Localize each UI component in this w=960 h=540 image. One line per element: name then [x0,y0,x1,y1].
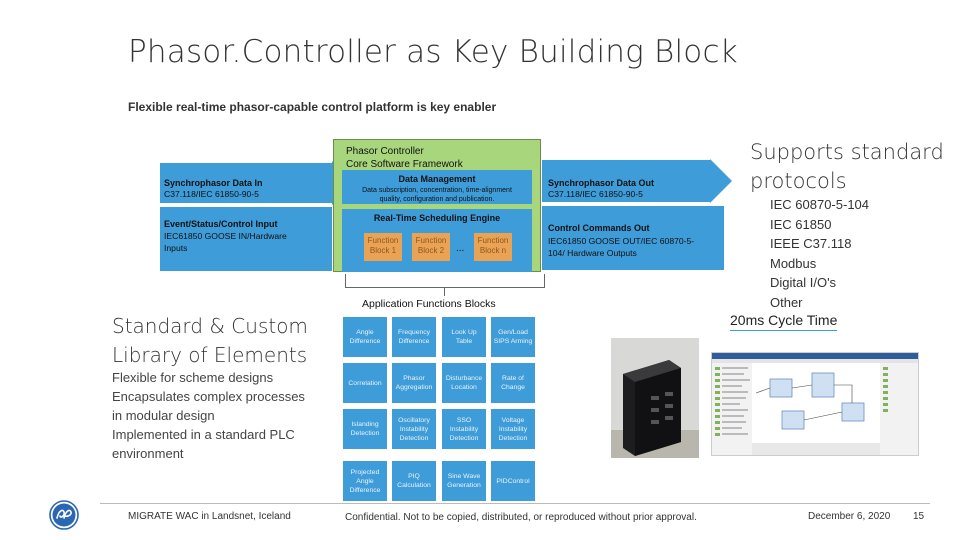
ctrl-out-title: Control Commands Out [548,223,650,233]
afb-cell: Projected Angle Difference [343,461,387,501]
protocol-list: IEC 60870-5-104 IEC 61850 IEEE C37.118 M… [770,195,869,312]
protocol-item: Modbus [770,255,817,271]
ctrl-out-line1: IEC61850 GOOSE OUT/IEC 60870-5- [548,236,695,246]
afb-cell: Rate of Change [491,363,535,403]
dm-line1: Data subscription, concentration, time-a… [362,187,512,194]
function-ellipsis: ... [456,243,465,254]
afb-cell: PIDControl [491,461,535,501]
supports-title-line1: Supports standard [750,140,944,164]
ctrl-out-line2: 104/ Hardware Outputs [548,248,637,258]
afb-cell: Oscillatory Instability Detection [392,409,436,449]
afb-bracket [345,274,545,288]
afb-cell: Correlation [343,363,387,403]
cycle-time-label: 20ms Cycle Time [730,312,838,331]
core-framework-header: Phasor Controller Core Software Framewor… [346,145,463,171]
event-in-line1: IEC61850 GOOSE IN/Hardware [164,231,287,241]
protocol-item: Other [770,294,803,310]
afb-cell: Sine Wave Generation [442,461,486,501]
afb-cell: Voltage Instability Detection [491,409,535,449]
slide-title: Phasor.Controller as Key Building Block [128,34,738,70]
ctrl-out-arrow-body [542,206,724,270]
afb-cell: Islanding Detection [343,409,387,449]
footer-date: December 6, 2020 [808,511,891,522]
library-line: Implemented in a standard PLC [112,427,295,442]
library-description: Flexible for scheme designs Encapsulates… [112,368,305,463]
dm-line2: quality, configuration and publication. [379,196,495,203]
sync-in-arrow-body [160,163,332,203]
sync-in-text: C37.118/IEC 61850-90-5 [164,189,259,199]
afb-cell: Look Up Table [442,317,486,357]
afb-cell: Gen/Load SIPS Arming [491,317,535,357]
afb-title: Application Functions Blocks [362,298,496,310]
data-management-box: Data Management Data subscription, conce… [342,170,532,204]
data-management-title: Data Management [398,174,476,184]
footer-divider [100,503,930,504]
plc-software-image [712,353,918,455]
company-logo [49,500,79,530]
supports-title-line2: protocols [750,169,847,193]
footer-project: MIGRATE WAC in Landsnet, Iceland [128,511,291,522]
slide-subtitle: Flexible real-time phasor-capable contro… [128,100,497,114]
library-line: Encapsulates complex processes [112,389,305,404]
ge-monogram-icon [49,500,79,530]
afb-cell: Disturbance Location [442,363,486,403]
page-number: 15 [913,511,925,522]
controller-hardware-image [611,338,699,458]
footer-confidential: Confidential. Not to be copied, distribu… [345,512,697,523]
afb-cell: Phasor Aggregation [392,363,436,403]
function-block-n: Function Block n [474,233,512,261]
library-line: Flexible for scheme designs [112,370,274,385]
protocol-item: IEEE C37.118 [770,236,852,251]
scheduling-engine-box: Real-Time Scheduling Engine Function Blo… [342,209,532,272]
library-line: environment [112,446,184,461]
function-block-1: Function Block 1 [364,233,402,261]
protocol-item: IEC 60870-5-104 [770,197,870,212]
sync-out-arrow-head [710,159,732,203]
controller-hardware-photo [611,338,699,458]
library-title-line1: Standard & Custom [112,314,308,338]
afb-cell: Frequency Difference [392,317,436,357]
sync-in-title: Synchrophasor Data In [164,178,263,188]
supports-title: Supports standard protocols [750,138,944,196]
protocol-item: IEC 61850 [770,216,832,232]
plc-software-screenshot [711,352,919,456]
core-header-line1: Phasor Controller [346,146,424,157]
afb-cell: Angle Difference [343,317,387,357]
core-header-line2: Core Software Framework [346,159,463,170]
sync-out-arrow-body [542,160,710,202]
sync-out-title: Synchrophasor Data Out [548,178,655,188]
protocol-item: Digital I/O's [770,275,837,290]
library-line: in modular design [112,408,215,423]
library-title: Standard & Custom Library of Elements [112,312,308,370]
afb-bracket-tick [444,288,445,296]
function-block-2: Function Block 2 [412,233,450,261]
event-in-arrow-body [160,207,332,271]
afb-cell: SSO Instability Detection [442,409,486,449]
scheduling-engine-title: Real-Time Scheduling Engine [373,213,501,223]
sync-out-text: C37.118/IEC 61850-90-5 [548,189,643,199]
data-management-text: Data subscription, concentration, time-a… [342,186,532,204]
event-in-line2: Inputs [164,243,188,253]
afb-cell: PIQ Calculation [392,461,436,501]
library-title-line2: Library of Elements [112,343,308,367]
event-in-title: Event/Status/Control Input [164,219,278,229]
